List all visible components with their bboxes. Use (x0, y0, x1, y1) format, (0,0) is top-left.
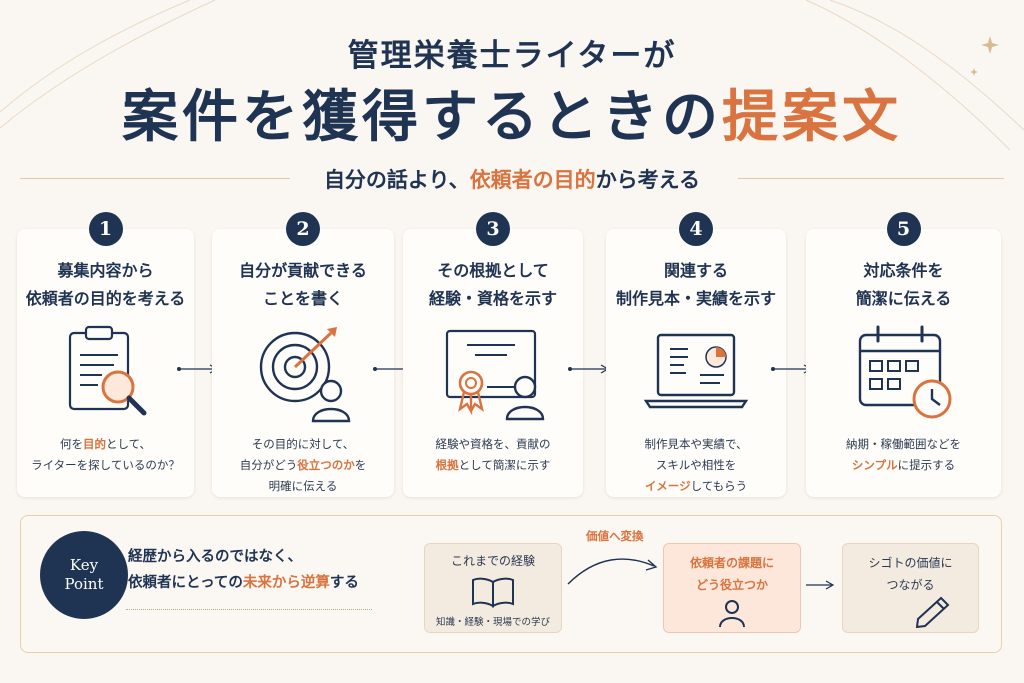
desc-text: その目的に対して、 (251, 437, 355, 451)
step-title: 募集内容から 依頼者の目的を考える (25, 261, 186, 308)
flow-box-client-issue: 依頼者の課題に どう役立つか (663, 543, 801, 633)
flow-box-experience: これまでの経験 知識・経験・現場での学び (424, 543, 562, 633)
arrow-right-icon (806, 580, 835, 590)
key-point-text: 経歴から入るのではなく、 依頼者にとっての未来から逆算する (128, 544, 378, 596)
pen-icon (915, 596, 949, 629)
step-number: 3 (476, 212, 510, 246)
kp-line2-post: する (329, 574, 359, 591)
title-main: 案件を獲得するときの (122, 84, 722, 150)
calendar-clock-icon (858, 325, 951, 419)
step-desc: 何を目的として、ライターを探しているのか？ (17, 434, 194, 476)
step-card-2: 2 自分が貢献できる ことを書く その目的に対して、自分がどう役立つのかを明確に… (212, 212, 394, 497)
flow-caption: 知識・経験・現場での学び (435, 617, 550, 628)
kp-line2-pre: 依頼者にとっての (128, 574, 243, 591)
subtitle: 自分の話より、依頼者の目的から考える (0, 164, 1024, 194)
target-person-icon (259, 327, 351, 423)
desc-text: 明確に伝える (268, 479, 338, 493)
step-card-5: 5 対応条件を 簡潔に伝える 納期・稼働範囲などをシンプルに提示する (806, 212, 1001, 497)
subtitle-pre: 自分の話より、 (323, 167, 470, 192)
step-title: 自分が貢献できる ことを書く (239, 261, 367, 308)
desc-text: に提示する (897, 458, 956, 472)
desc-text: を (354, 458, 367, 472)
step-card-1: 1 募集内容から 依頼者の目的を考える 何を目的として、ライターを探しているのか… (17, 212, 194, 497)
subtitle-post: から考える (595, 167, 701, 192)
step-title: 対応条件を 簡潔に伝える (855, 261, 952, 308)
kp-line2-accent: 未来から逆算 (242, 574, 330, 591)
step-card-4: 4 関連する 制作見本・実績を示す 制作見本や実績で、スキルや相性をイメージして… (606, 212, 786, 497)
step-desc: 制作見本や実績で、スキルや相性をイメージしてもらう (606, 434, 786, 497)
arrow-right-icon (568, 364, 610, 374)
desc-text: 制作見本や実績で、 (644, 437, 748, 451)
step-title: 関連する 制作見本・実績を示す (615, 261, 776, 308)
desc-text: してもらう (690, 479, 748, 493)
convert-label: 価値へ変換 (586, 529, 644, 543)
title-accent: 提案文 (722, 84, 902, 150)
title-line-1: 管理栄養士ライターが (347, 38, 677, 74)
flow-label: 依頼者の課題に どう役立つか (689, 556, 774, 592)
highlight-text: 目的 (82, 437, 106, 451)
step-desc: その目的に対して、自分がどう役立つのかを明確に伝える (212, 434, 394, 497)
step-desc: 納期・稼働範囲などをシンプルに提示する (806, 434, 1001, 476)
flow-box-work-value: シゴトの価値に つながる (842, 543, 979, 633)
book-icon (472, 577, 514, 608)
flow-label: これまでの経験 (450, 554, 535, 568)
title-line-2: 案件を獲得するときの提案文 (0, 82, 1024, 152)
desc-text: 納期・稼働範囲などを (846, 437, 961, 451)
flow-label: シゴトの価値に つながる (868, 556, 953, 592)
highlight-text: シンプル (851, 458, 898, 472)
subtitle-rule-left (20, 178, 290, 179)
highlight-text: 役立つのか (297, 458, 355, 472)
badge-line-2: Point (64, 575, 104, 593)
key-point-line-2: 依頼者にとっての未来から逆算する (128, 570, 378, 596)
step-desc: 経験や資格を、貢献の根拠として簡潔に示す (403, 434, 583, 476)
subtitle-accent: 依頼者の目的 (469, 167, 596, 192)
desc-text: 経験や資格を、貢献の (435, 437, 551, 451)
highlight-text: 根拠 (435, 458, 459, 472)
subtitle-rule-right (738, 178, 1004, 179)
key-point-badge: Key Point (40, 531, 128, 619)
step-number: 5 (886, 212, 921, 246)
badge-line-1: Key (69, 556, 99, 574)
clipboard-magnifier-icon (68, 325, 146, 416)
key-point-divider (126, 609, 372, 610)
step-title: その根拠として 経験・資格を示す (428, 261, 557, 308)
desc-text: 何を (59, 437, 83, 451)
laptop-chart-icon (643, 333, 749, 409)
key-point-line-1: 経歴から入るのではなく、 (128, 548, 302, 565)
desc-text: として簡潔に示す (458, 458, 551, 472)
desc-text: として、 (105, 437, 152, 451)
desc-text: スキルや相性を (655, 458, 737, 472)
certificate-person-icon (445, 329, 545, 421)
person-icon (719, 600, 745, 628)
highlight-text: イメージ (644, 479, 691, 493)
step-number: 4 (679, 212, 713, 246)
desc-text: ライターを探しているのか？ (31, 458, 180, 472)
step-number: 2 (286, 212, 320, 246)
desc-text: 自分がどう (239, 458, 298, 472)
step-card-3: 3 その根拠として 経験・資格を示す 経験や資格を、貢献の根拠として簡潔に示す (403, 212, 583, 497)
step-number: 1 (88, 212, 123, 246)
